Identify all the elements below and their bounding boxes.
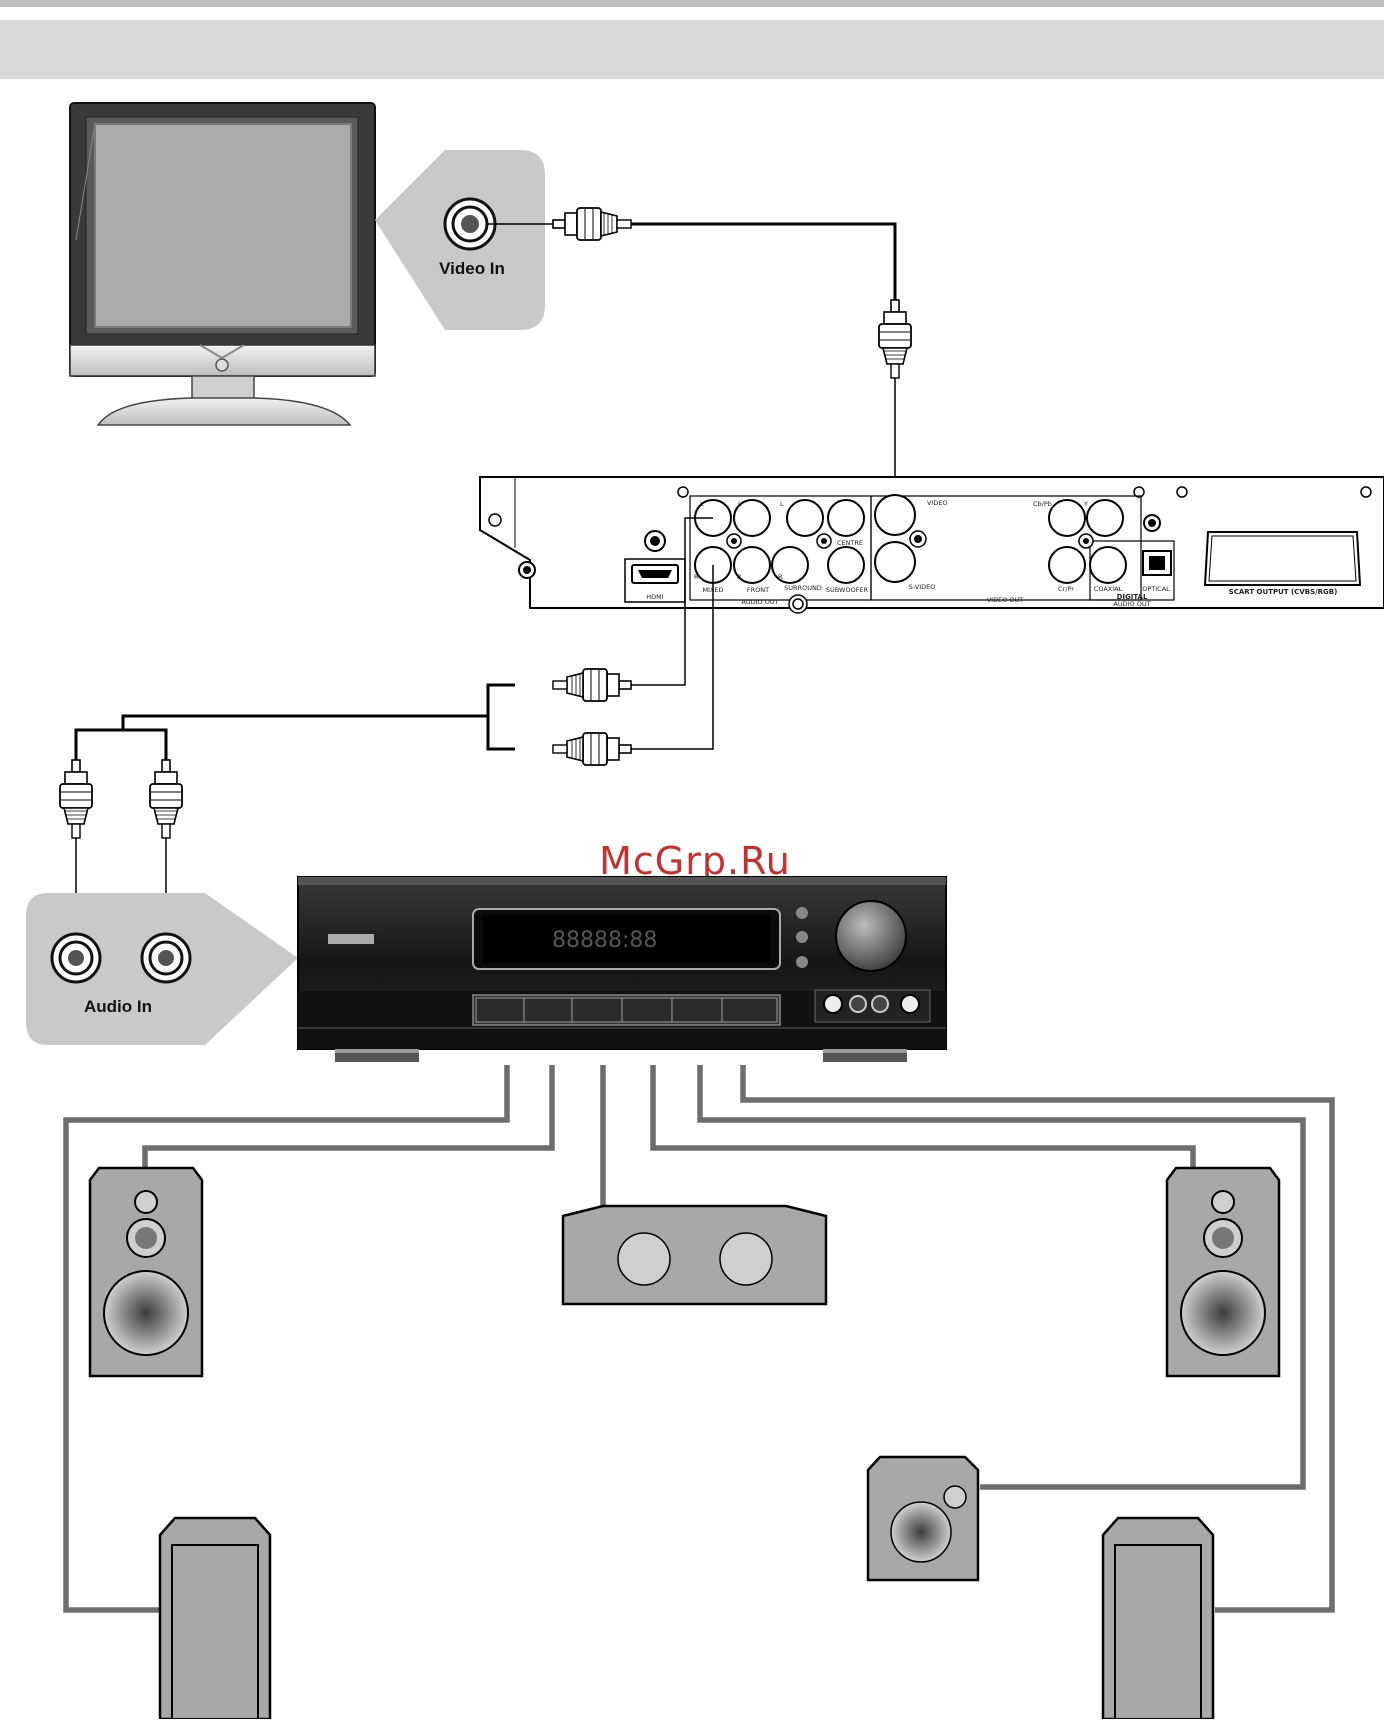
hdmi-label: HDMI <box>646 593 664 601</box>
audio-l-label-3: L <box>780 500 784 508</box>
audio-r-label-2: R <box>737 573 742 581</box>
video-in-jack[interactable] <box>445 199 495 249</box>
front-jack-4[interactable] <box>901 995 919 1013</box>
header-top-line <box>0 0 1384 7</box>
front-left-speaker <box>90 1168 202 1376</box>
av-receiver: 88888:88 <box>298 877 946 1062</box>
indicator-1 <box>796 907 808 919</box>
front-buttons[interactable] <box>476 998 777 1022</box>
front-jack-1[interactable] <box>824 995 842 1013</box>
optical-label: OPTICAL <box>1142 585 1170 593</box>
cr-pr-label: Cr/Pr <box>1058 585 1074 593</box>
scart-port[interactable] <box>1205 532 1360 585</box>
front-right-speaker <box>1167 1168 1279 1376</box>
front-label: FRONT <box>747 586 769 594</box>
video-cable <box>488 208 911 498</box>
vfd-display: 88888:88 <box>552 928 657 953</box>
audio-l-label-2: L <box>738 500 742 508</box>
indicator-2 <box>796 931 808 943</box>
digital-audio-out-label: AUDIO OUT <box>1113 600 1150 608</box>
audio-r-label-1: R <box>694 573 699 581</box>
indicator-3 <box>796 956 808 968</box>
rear-left-speaker <box>160 1518 270 1719</box>
audio-l-label-1: L <box>700 500 704 508</box>
video-label: VIDEO <box>927 499 948 507</box>
audio-in-label: Audio In <box>84 997 152 1016</box>
s-video-label: S-VIDEO <box>909 583 936 591</box>
front-jack-2[interactable] <box>850 996 866 1012</box>
audio-r-label-3: R <box>778 573 783 581</box>
front-jack-3[interactable] <box>872 996 888 1012</box>
tv-monitor <box>70 103 375 425</box>
header-band <box>0 20 1384 79</box>
volume-knob[interactable] <box>836 901 906 971</box>
scart-label: SCART OUTPUT (CVBS/RGB) <box>1229 588 1338 596</box>
audio-out-label: AUDIO OUT <box>741 598 778 606</box>
cb-pb-label: Cb/Pb <box>1033 500 1052 508</box>
centre-label: CENTRE <box>837 539 863 547</box>
rear-right-speaker <box>1103 1518 1213 1719</box>
subwoofer <box>868 1457 978 1580</box>
coaxial-label: COAXIAL <box>1094 585 1123 593</box>
y-label: Y <box>1083 500 1088 508</box>
surround-label: SURROUND <box>784 584 822 592</box>
subwoofer-label: SUBWOOFER <box>826 586 869 594</box>
centre-speaker <box>563 1206 826 1304</box>
dvd-player-rear-panel: HDMI L L L R R R MIXED FRONT SURR <box>480 477 1384 613</box>
video-in-label: Video In <box>439 259 505 278</box>
video-out-label: VIDEO OUT <box>987 596 1024 604</box>
